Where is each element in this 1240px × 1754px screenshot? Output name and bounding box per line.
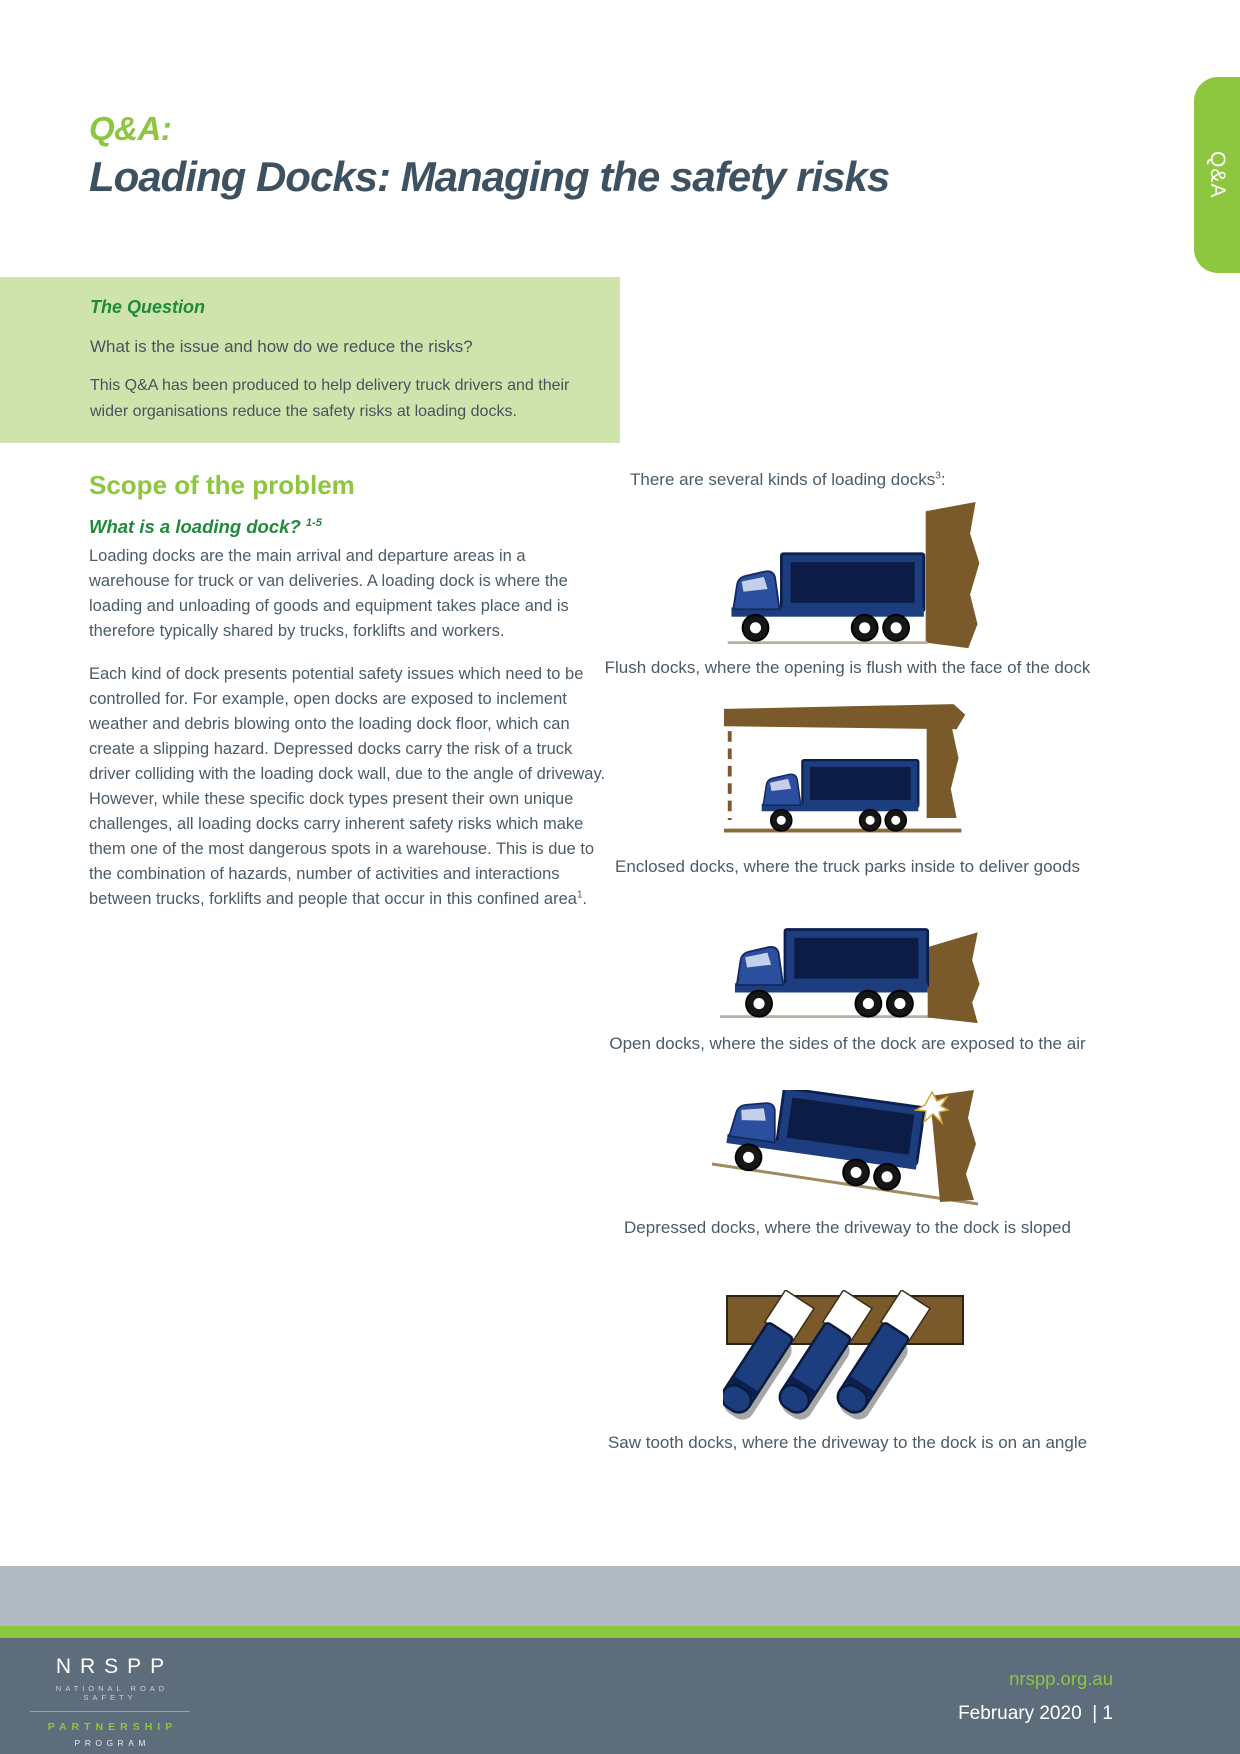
qa-side-tab: Q&A [1194,77,1240,273]
footer-right: nrspp.org.au February 2020 | 1 [958,1668,1113,1725]
page-title: Loading Docks: Managing the safety risks [89,153,890,200]
dock-type-caption: Saw tooth docks, where the driveway to t… [607,1433,1088,1452]
nrspp-logo-acronym: NRSPP [55,1655,174,1678]
nrspp-logo-partnership: PARTNERSHIP [47,1721,178,1733]
scope-section: Scope of the problem What is a loading d… [89,470,609,912]
nrspp-logo-program: PROGRAM [74,1738,150,1748]
question-box: The Question What is the issue and how d… [0,277,620,443]
reference-superscript: 3 [935,470,941,482]
footer-date-page: February 2020 | 1 [958,1703,1113,1724]
depressed-dock-illustration [708,1090,988,1210]
reference-superscript: 1-5 [305,516,322,529]
dock-type-caption: Open docks, where the sides of the dock … [609,1034,1086,1053]
dock-type-list: There are several kinds of loading docks… [560,470,1135,1453]
dock-type-caption: Depressed docks, where the driveway to t… [624,1218,1071,1237]
question-box-heading: The Question [90,297,206,317]
dock-type-item: Flush docks, where the opening is flush … [560,502,1135,678]
question-box-description: This Q&A has been produced to help deliv… [90,377,570,420]
dock-type-item: Open docks, where the sides of the dock … [560,921,1135,1054]
page-header: Q&A: Loading Docks: Managing the safety … [89,110,890,201]
website-link[interactable]: nrspp.org.au [1009,1668,1113,1689]
flush-dock-illustration [709,502,987,650]
open-dock-illustration [709,921,987,1026]
page-number: 1 [1102,1703,1113,1724]
footer-green-bar [0,1626,1240,1638]
footer-gray-bar [0,1566,1240,1626]
scope-paragraph-1: Loading docks are the main arrival and d… [89,547,569,640]
qa-side-tab-label: Q&A [1206,151,1229,199]
dock-type-item: Enclosed docks, where the truck parks in… [560,704,1135,877]
dock-type-item: Depressed docks, where the driveway to t… [560,1090,1135,1238]
page-footer: NRSPP NATIONAL ROAD SAFETY PARTNERSHIP P… [0,1638,1240,1754]
scope-paragraph-2: Each kind of dock presents potential saf… [89,665,606,908]
title-kicker: Q&A: [89,110,172,147]
dock-types-intro: There are several kinds of loading docks… [630,470,946,489]
dock-type-caption: Enclosed docks, where the truck parks in… [615,857,1080,876]
question-box-question: What is the issue and how do we reduce t… [90,337,473,356]
sawtooth-dock-illustration [710,1288,973,1426]
reference-superscript: 1 [576,889,583,901]
nrspp-logo-tagline: NATIONAL ROAD SAFETY [55,1684,169,1702]
scope-heading: Scope of the problem [89,470,355,500]
scope-subheading: What is a loading dock? 1-5 [89,516,322,537]
enclosed-dock-illustration [722,704,973,849]
nrspp-logo: NRSPP NATIONAL ROAD SAFETY PARTNERSHIP P… [30,1655,190,1748]
dock-type-item: Saw tooth docks, where the driveway to t… [560,1288,1135,1453]
nrspp-logo-divider [30,1711,190,1712]
dock-type-caption: Flush docks, where the opening is flush … [604,658,1091,677]
